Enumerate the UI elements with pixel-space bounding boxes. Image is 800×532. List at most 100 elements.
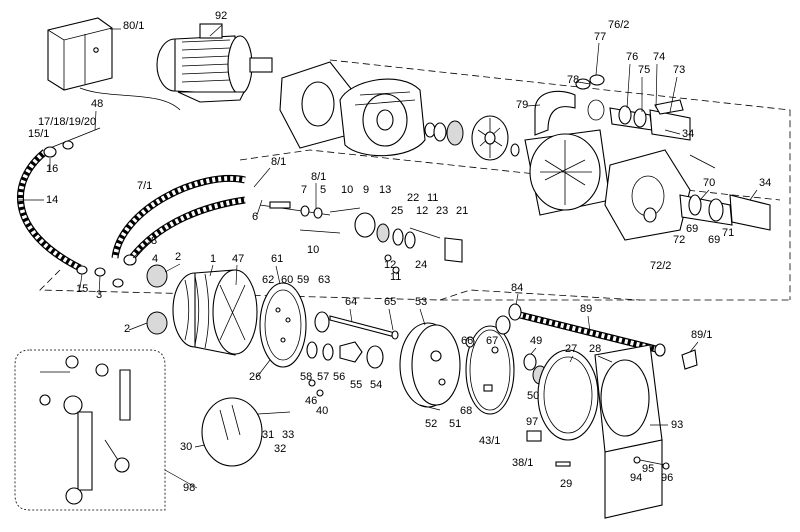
part-label: 6 — [252, 211, 258, 223]
part-label: 94 — [630, 472, 642, 484]
hose-14 — [16, 149, 82, 272]
part-label: 16 — [46, 163, 58, 175]
part-label: 60 — [281, 274, 293, 286]
leader-lines — [18, 24, 758, 489]
part-label: 12 — [384, 259, 396, 271]
part-label: 46 — [305, 395, 317, 407]
part-label: 89/1 — [691, 329, 712, 341]
callout-labels: 80/19276/277787675747379344817/18/19/201… — [28, 10, 771, 494]
part-label: 97 — [526, 416, 538, 428]
fittings-left — [43, 140, 168, 335]
part-label: 92 — [215, 10, 227, 22]
fitting-84 — [508, 303, 522, 321]
part-label: 56 — [333, 371, 345, 383]
part-label: 57 — [317, 371, 329, 383]
part-label: 79 — [516, 99, 528, 111]
pump-cover — [604, 149, 691, 241]
part-label: 78 — [567, 74, 579, 86]
part-label: 65 — [384, 296, 396, 308]
part-label: 1 — [210, 253, 216, 265]
part-label: 27 — [565, 343, 577, 355]
part-label: 23 — [436, 205, 448, 217]
valve-89-1 — [681, 349, 698, 370]
part-label: 74 — [653, 51, 665, 63]
part-label: 50 — [527, 390, 539, 402]
seal-ring — [510, 143, 520, 157]
seal-parts-middle — [306, 311, 384, 397]
part-label: 76 — [626, 51, 638, 63]
part-label: 54 — [370, 379, 382, 391]
assembly-boundary-upper — [329, 59, 791, 300]
part-label: 2 — [175, 251, 181, 263]
part-label: 64 — [345, 296, 357, 308]
pump-plate-rear — [465, 315, 515, 415]
elbow-fittings — [575, 74, 605, 121]
part-label: 69 — [686, 223, 698, 235]
part-label: 4 — [152, 253, 158, 265]
part-label: 72 — [673, 234, 685, 246]
part-label: 34 — [682, 128, 694, 140]
part-label: 67 — [486, 335, 498, 347]
part-label: 38/1 — [512, 457, 533, 469]
part-label: 93 — [671, 419, 683, 431]
part-label: 72/2 — [650, 260, 671, 272]
coupling-upper-right — [609, 99, 691, 141]
mounting-frame — [537, 344, 663, 519]
assembly-boundary-lower — [439, 289, 641, 301]
impeller — [471, 115, 509, 161]
bolts-31-33 — [257, 411, 291, 415]
part-label: 98 — [183, 482, 195, 494]
part-label: 61 — [271, 253, 283, 265]
hose-89 — [519, 311, 661, 354]
part-label: 62 — [262, 274, 274, 286]
coupling-lower-right — [679, 154, 771, 231]
part-label: 43/1 — [479, 435, 500, 447]
part-label: 49 — [530, 335, 542, 347]
part-label: 34 — [759, 177, 771, 189]
part-label: 29 — [560, 478, 572, 490]
pump-plate — [399, 322, 461, 411]
part-label: 52 — [425, 418, 437, 430]
inset-detail-98 — [14, 349, 166, 511]
part-label: 12 — [416, 205, 428, 217]
part-label: 22 — [407, 192, 419, 204]
part-label: 11 — [390, 271, 401, 283]
shaft-parts-upper — [259, 201, 463, 274]
part-label: 7 — [301, 184, 307, 196]
pump-body — [524, 90, 611, 216]
tank-flange — [259, 282, 307, 368]
part-label: 89 — [580, 303, 592, 315]
control-box — [47, 17, 181, 111]
part-label: 48 — [91, 98, 103, 110]
part-label: 80/1 — [123, 20, 144, 32]
part-label: 96 — [661, 472, 673, 484]
part-label: 15/1 — [28, 128, 49, 140]
assembly-boundary-left — [39, 269, 790, 301]
part-label: 28 — [589, 343, 601, 355]
part-label: 66 — [461, 335, 473, 347]
part-label: 30 — [180, 441, 192, 453]
fitting-49 — [523, 353, 537, 371]
part-label: 76/2 — [608, 19, 629, 31]
part-label: 68 — [460, 405, 472, 417]
seal-rings-upper — [424, 120, 464, 146]
part-label: 63 — [318, 274, 330, 286]
part-label: 25 — [391, 205, 403, 217]
part-label: 32 — [274, 443, 286, 455]
part-label: 24 — [415, 259, 427, 271]
part-label: 73 — [673, 64, 685, 76]
part-label: 9 — [363, 184, 369, 196]
tank-body — [172, 269, 258, 356]
part-label: 75 — [638, 64, 650, 76]
part-label: 17/18/19/20 — [38, 116, 96, 128]
part-label: 13 — [379, 184, 391, 196]
part-label: 77 — [594, 31, 606, 43]
part-label: 69 — [708, 234, 720, 246]
part-label: 53 — [415, 296, 427, 308]
part-label: 31 — [262, 429, 274, 441]
part-label: 84 — [511, 282, 523, 294]
part-label: 33 — [282, 429, 294, 441]
pump-housing — [339, 78, 426, 157]
part-label: 8 — [151, 235, 157, 247]
